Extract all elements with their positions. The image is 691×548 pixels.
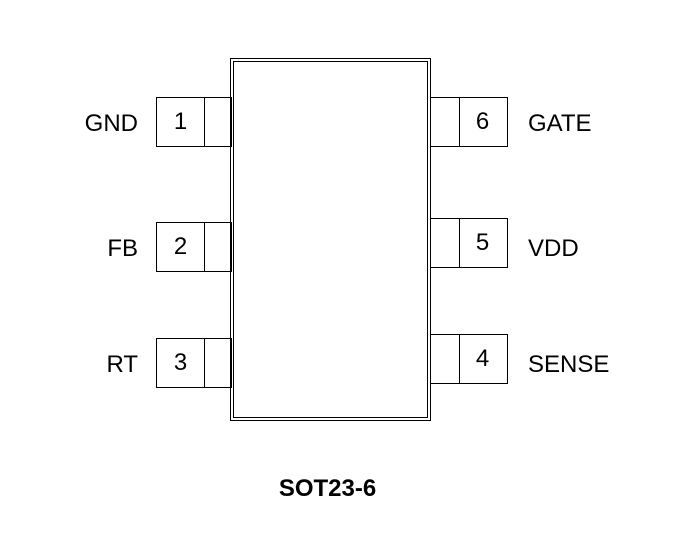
pin-4-number: 4 <box>475 345 490 372</box>
pin-2-name: FB <box>107 235 138 262</box>
pin-3-number: 3 <box>173 349 188 376</box>
pin-3-lead-divider <box>204 337 205 388</box>
pin-1-number: 1 <box>173 108 188 135</box>
package-name-caption: SOT23-6 <box>278 475 377 502</box>
pin-5-number: 5 <box>475 229 490 256</box>
pin-6-number: 6 <box>475 108 490 135</box>
pin-5-lead-divider <box>459 217 460 268</box>
pin-2-lead-divider <box>204 221 205 272</box>
pin-1-name: GND <box>84 110 138 137</box>
pin-2-number: 2 <box>173 233 188 260</box>
pin-6-name: GATE <box>528 110 592 137</box>
pin-1-lead-divider <box>204 96 205 147</box>
pin-2: 2 <box>156 221 232 272</box>
pin-3: 3 <box>156 337 232 388</box>
pin-5-name: VDD <box>528 235 579 262</box>
pin-6-lead-divider <box>459 96 460 147</box>
pin-4-lead-divider <box>459 333 460 384</box>
pin-4-name: SENSE <box>528 351 610 378</box>
pin-3-name: RT <box>106 351 138 378</box>
pin-5: 5 <box>430 217 508 268</box>
pin-4: 4 <box>430 333 508 384</box>
pin-1: 1 <box>156 96 232 147</box>
pin-6: 6 <box>430 96 508 147</box>
package-body-inner-outline <box>233 61 428 418</box>
